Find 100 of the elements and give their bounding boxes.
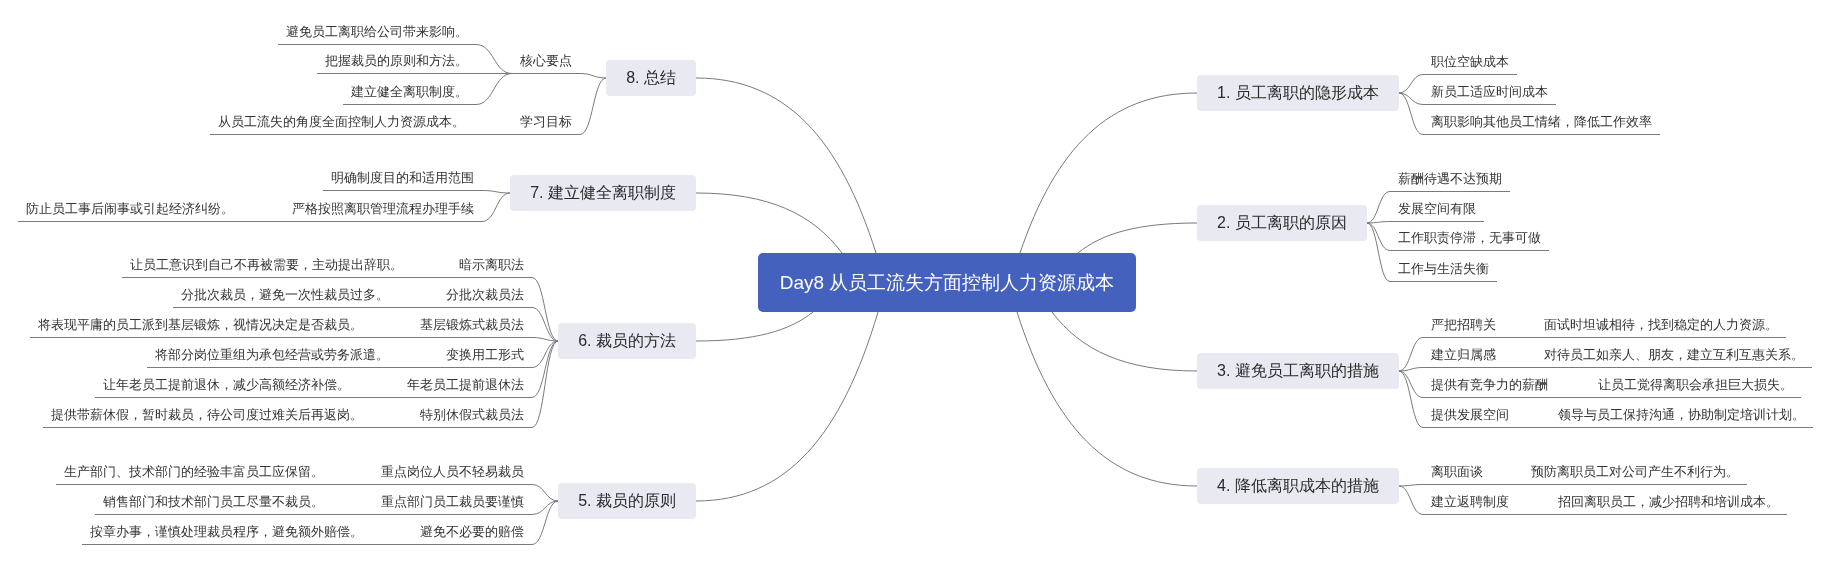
- subtopic-label: 让员工意识到自己不再被需要，主动提出辞职。: [122, 256, 411, 278]
- connector-line: [531, 340, 559, 398]
- subtopic-label: 严把招聘关: [1423, 316, 1504, 338]
- subtopic-label: 对待员工如亲人、朋友，建立互利互惠关系。: [1536, 346, 1812, 368]
- connector-line: [579, 73, 607, 79]
- subtopic-label: 暗示离职法: [451, 256, 532, 278]
- subtopic-label: 领导与员工保持沟通，协助制定培训计划。: [1550, 406, 1813, 428]
- connector-line: [1366, 222, 1391, 251]
- subtopic-label: 防止员工事后闹事或引起经济纠纷。: [18, 200, 242, 222]
- topic-box: 3. 避免员工离职的措施: [1197, 353, 1399, 389]
- subtopic-label: 建立健全离职制度。: [343, 83, 476, 105]
- connector-line: [1077, 222, 1198, 254]
- subtopic-label: 职位空缺成本: [1423, 53, 1517, 75]
- subtopic-label: 建立归属感: [1423, 346, 1504, 368]
- connector-line: [396, 367, 439, 368]
- connector-line: [1398, 485, 1424, 515]
- connector-line: [531, 337, 559, 342]
- connector-line: [695, 311, 879, 502]
- connector-line: [531, 500, 559, 545]
- topic-box: 1. 员工离职的隐形成本: [1197, 75, 1399, 111]
- topic-box: 8. 总结: [606, 60, 696, 96]
- connector-line: [579, 77, 607, 135]
- connector-line: [370, 427, 413, 428]
- connector-line: [695, 77, 877, 254]
- subtopic-label: 提供发展空间: [1423, 406, 1517, 428]
- subtopic-label: 分批次裁员法: [438, 286, 532, 308]
- subtopic-label: 将部分岗位重组为承包经营或劳务派遣。: [147, 346, 397, 368]
- connector-line: [531, 340, 559, 428]
- subtopic-label: 工作职责停滞，无事可做: [1390, 229, 1549, 251]
- connector-line: [1398, 484, 1424, 487]
- connector-line: [481, 192, 511, 222]
- connector-line: [472, 134, 513, 135]
- connector-line: [1019, 92, 1198, 254]
- connector-line: [1398, 370, 1424, 428]
- subtopic-label: 从员工流失的角度全面控制人力资源成本。: [210, 113, 473, 135]
- subtopic-label: 将表现平庸的员工派到基层锻炼，视情况决定是否裁员。: [30, 316, 371, 338]
- connector-line: [370, 544, 413, 545]
- subtopic-label: 避免不必要的赔偿: [412, 523, 532, 545]
- subtopic-label: 薪酬待遇不达预期: [1390, 170, 1510, 192]
- connector-line: [1503, 367, 1537, 368]
- subtopic-label: 离职影响其他员工情绪，降低工作效率: [1423, 113, 1660, 135]
- topic-box: 2. 员工离职的原因: [1197, 205, 1367, 241]
- subtopic-label: 重点部门员工裁员要谨慎: [373, 493, 532, 515]
- connector-line: [241, 221, 285, 222]
- subtopic-label: 提供带薪休假，暂时裁员，待公司度过难关后再返岗。: [43, 406, 371, 428]
- subtopic-label: 离职面谈: [1423, 463, 1491, 485]
- topic-box: 4. 降低离职成本的措施: [1197, 468, 1399, 504]
- subtopic-label: 招回离职员工，减少招聘和培训成本。: [1550, 493, 1787, 515]
- connector-line: [1016, 311, 1198, 487]
- connector-line: [1398, 367, 1424, 372]
- subtopic-label: 避免员工离职给公司带来影响。: [278, 23, 476, 45]
- connector-line: [331, 514, 374, 515]
- connector-line: [531, 484, 559, 502]
- connector-line: [1398, 92, 1424, 135]
- connector-line: [1366, 221, 1391, 224]
- subtopic-label: 面试时坦诚相待，找到稳定的人力资源。: [1536, 316, 1786, 338]
- central-topic-box: Day8 从员工流失方面控制人力资源成本: [758, 253, 1136, 312]
- subtopic-label: 让年老员工提前退休，减少高额经济补偿。: [95, 376, 358, 398]
- connector-line: [531, 340, 559, 368]
- connector-line: [1398, 74, 1424, 94]
- subtopic-label: 年老员工提前退休法: [399, 376, 532, 398]
- connector-line: [475, 73, 513, 105]
- subtopic-label: 核心要点: [512, 52, 580, 74]
- subtopic-label: 明确制度目的和适用范围: [323, 169, 482, 191]
- subtopic-label: 让员工觉得离职会承担巨大损失。: [1590, 376, 1801, 398]
- subtopic-label: 学习目标: [512, 113, 580, 135]
- connector-line: [1366, 222, 1391, 282]
- subtopic-label: 特别休假式裁员法: [412, 406, 532, 428]
- connector-line: [481, 190, 511, 194]
- connector-line: [695, 192, 843, 254]
- connector-line: [357, 397, 400, 398]
- subtopic-label: 基层锻炼式裁员法: [412, 316, 532, 338]
- subtopic-label: 预防离职员工对公司产生不利行为。: [1523, 463, 1747, 485]
- connector-line: [695, 311, 814, 342]
- connector-line: [1516, 427, 1551, 428]
- subtopic-label: 工作与生活失衡: [1390, 260, 1497, 282]
- subtopic-label: 严格按照离职管理流程办理手续: [284, 200, 482, 222]
- subtopic-label: 变换用工形式: [438, 346, 532, 368]
- connector-line: [1503, 337, 1537, 338]
- connector-line: [370, 337, 413, 338]
- subtopic-label: 提供有竞争力的薪酬: [1423, 376, 1556, 398]
- connector-line: [1516, 514, 1551, 515]
- subtopic-label: 把握裁员的原则和方法。: [317, 52, 476, 74]
- subtopic-label: 建立返聘制度: [1423, 493, 1517, 515]
- subtopic-label: 按章办事，谨慎处理裁员程序，避免额外赔偿。: [82, 523, 371, 545]
- topic-box: 6. 裁员的方法: [558, 323, 696, 359]
- connector-line: [1398, 370, 1424, 398]
- connector-line: [531, 277, 559, 342]
- subtopic-label: 发展空间有限: [1390, 200, 1484, 222]
- connector-line: [331, 484, 374, 485]
- topic-box: 5. 裁员的原则: [558, 483, 696, 519]
- connector-line: [1555, 397, 1591, 398]
- topic-box: 7. 建立健全离职制度: [510, 175, 696, 211]
- subtopic-label: 销售部门和技术部门员工尽量不裁员。: [95, 493, 332, 515]
- subtopic-label: 生产部门、技术部门的经验丰富员工应保留。: [56, 463, 332, 485]
- subtopic-label: 重点岗位人员不轻易裁员: [373, 463, 532, 485]
- connector-line: [1051, 311, 1198, 372]
- connector-line: [410, 277, 452, 278]
- connector-line: [1490, 484, 1524, 485]
- subtopic-label: 新员工适应时间成本: [1423, 83, 1556, 105]
